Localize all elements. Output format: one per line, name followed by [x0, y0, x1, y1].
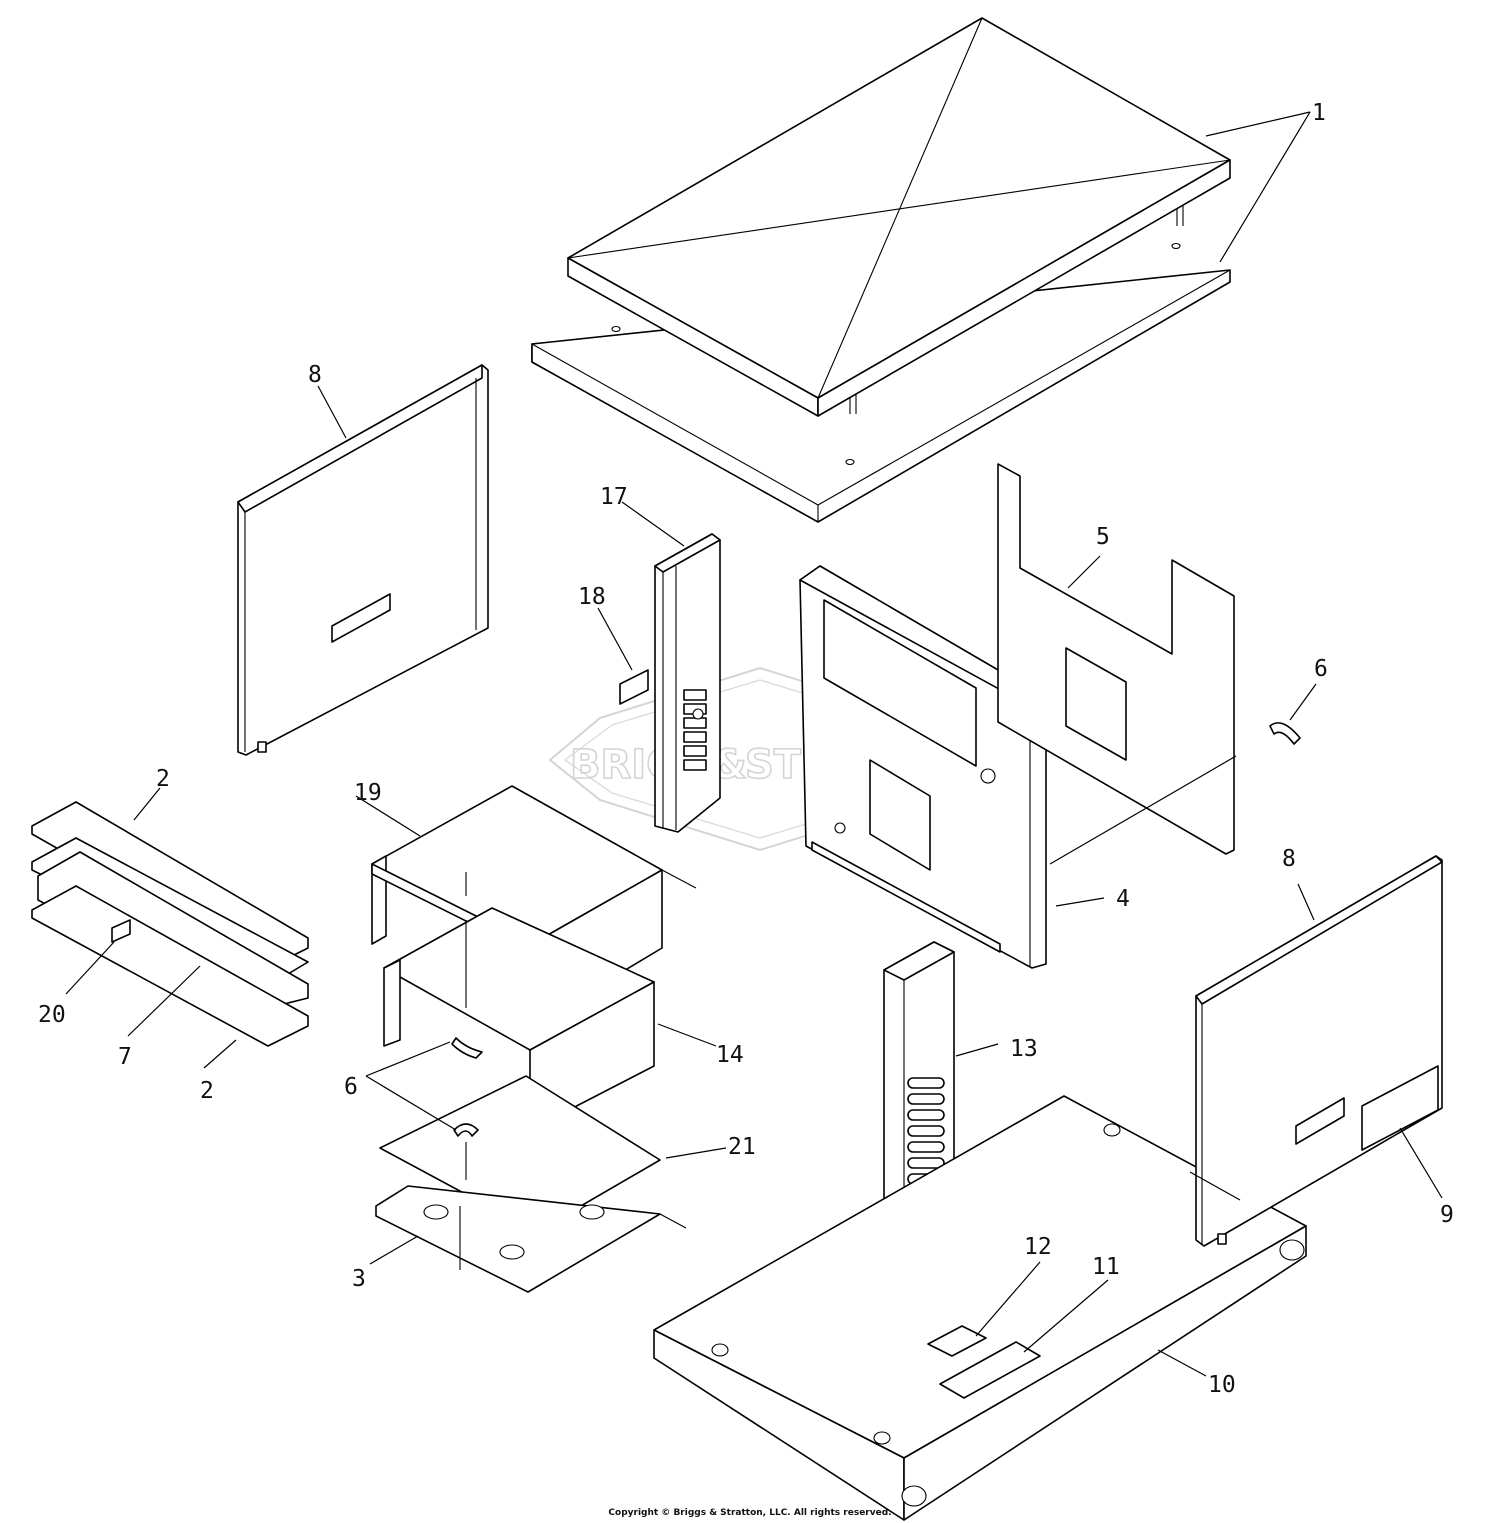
- part-9-label: [1361, 1065, 1439, 1151]
- part-8-side-panel-right: [1195, 855, 1443, 1247]
- callout-19: 19: [354, 780, 382, 806]
- copyright-notice: Copyright © Briggs & Stratton, LLC. All …: [608, 1508, 892, 1518]
- callout-9: 9: [1440, 1202, 1454, 1228]
- callout-17: 17: [600, 484, 628, 510]
- part-8-side-panel-left: [237, 364, 489, 756]
- part-1-roof-assembly: [531, 17, 1231, 523]
- callout-6-left: 6: [344, 1074, 358, 1100]
- part-6-clip-lower: [451, 1037, 483, 1059]
- callout-4: 4: [1116, 886, 1130, 912]
- callout-11: 11: [1092, 1254, 1120, 1280]
- callout-3: 3: [352, 1266, 366, 1292]
- callout-12: 12: [1024, 1234, 1052, 1260]
- callout-2-upper: 2: [156, 766, 170, 792]
- part-11-label: [939, 1341, 1041, 1399]
- callout-numbers: 1 2 2 3 4 5 6 6 7 8 8 9 10 11 12 13 14 1…: [38, 100, 1454, 1398]
- callout-5: 5: [1096, 524, 1110, 550]
- callout-1: 1: [1312, 100, 1326, 126]
- connector-stack: [683, 689, 707, 771]
- callout-7: 7: [118, 1044, 132, 1070]
- callout-10: 10: [1208, 1372, 1236, 1398]
- part-10-base-frame: [653, 1095, 1307, 1521]
- part-17-control-bracket: [619, 533, 721, 833]
- callout-8-left: 8: [308, 362, 322, 388]
- part-4-inner-panel: [799, 565, 1047, 969]
- part-20-label: [111, 919, 131, 943]
- callout-20: 20: [38, 1002, 66, 1028]
- callout-2-lower: 2: [200, 1078, 214, 1104]
- part-12-label: [927, 1325, 987, 1357]
- leader-lines: [65, 111, 1443, 1377]
- part-14-lower-enclosure: [383, 907, 655, 1131]
- callout-18: 18: [578, 584, 606, 610]
- callout-14: 14: [716, 1042, 744, 1068]
- callout-21: 21: [728, 1134, 756, 1160]
- part-2-7-20-stack: [31, 801, 309, 1047]
- part-6-clip-right: [1269, 722, 1301, 745]
- part-5-rear-panel: [997, 463, 1235, 855]
- callout-13: 13: [1010, 1036, 1038, 1062]
- callout-6-right: 6: [1314, 656, 1328, 682]
- callout-8-right: 8: [1282, 846, 1296, 872]
- part-3-floor-pan: [375, 1185, 687, 1293]
- part-18-label: [619, 669, 649, 705]
